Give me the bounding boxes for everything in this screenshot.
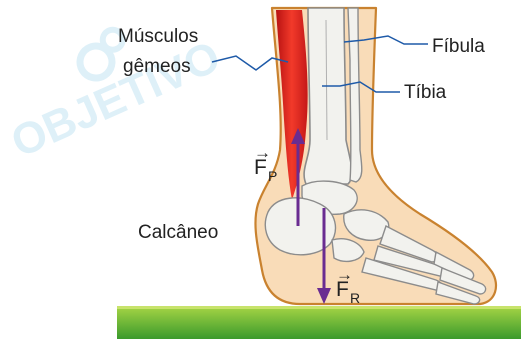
label-fibula: Fíbula: [432, 36, 485, 57]
label-force-p: → F P: [254, 143, 277, 184]
leg-bones: [304, 8, 362, 184]
label-calcaneus: Calcâneo: [138, 222, 218, 243]
force-r-main: F: [336, 278, 349, 301]
label-muscle-line2: gêmeos: [123, 56, 191, 77]
tibia-bone: [304, 8, 352, 184]
label-tibia: Tíbia: [404, 82, 447, 103]
label-muscle-line1: Músculos: [118, 26, 198, 47]
ground: [117, 306, 521, 339]
force-p-main: F: [254, 156, 267, 179]
force-p-subscript: P: [268, 168, 277, 184]
watermark: OBJETIVO: [4, 26, 227, 167]
force-r-subscript: R: [350, 290, 360, 306]
